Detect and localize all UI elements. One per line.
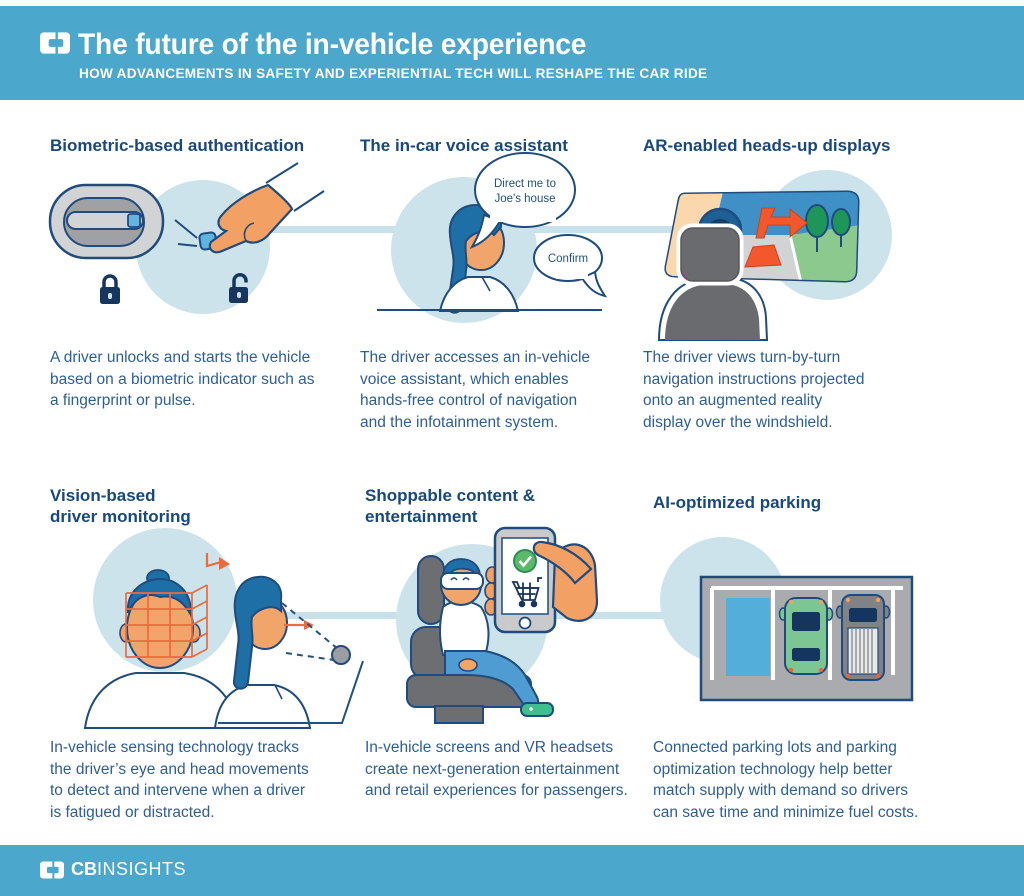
lock-icon bbox=[100, 274, 120, 304]
vr-headset-icon bbox=[440, 572, 484, 590]
sneaker bbox=[520, 702, 554, 717]
green-car-top-view bbox=[778, 597, 834, 675]
panel-description: In-vehicle sensing technology tracks the… bbox=[50, 739, 309, 821]
head-rest bbox=[680, 227, 740, 282]
vr-passenger-figure bbox=[439, 558, 554, 717]
pressing-hand-icon bbox=[208, 162, 325, 254]
svg-text:Joe's house: Joe's house bbox=[494, 193, 555, 205]
panel-title: Biometric-based authentication bbox=[50, 136, 305, 155]
biometric-illustration bbox=[48, 162, 325, 314]
brand-cb: CB bbox=[71, 859, 97, 879]
parking-lot-illustration bbox=[660, 537, 914, 702]
header-band: The future of the in-vehicle experience … bbox=[0, 6, 1024, 100]
tracking-sightlines bbox=[281, 602, 339, 661]
thumb bbox=[532, 540, 593, 585]
panel-description: A driver unlocks and starts the vehicle … bbox=[50, 349, 315, 409]
holding-hand bbox=[532, 540, 599, 622]
profile-face-figure bbox=[213, 575, 312, 729]
page-subtitle: HOW ADVANCEMENTS IN SAFETY AND EXPERIENT… bbox=[79, 65, 708, 81]
signal-lines bbox=[174, 219, 198, 247]
gray-van-top-view bbox=[835, 594, 891, 681]
panel-title: AI-optimized parking bbox=[653, 493, 822, 512]
head-turn-arrow bbox=[205, 553, 230, 570]
driver-figure bbox=[657, 223, 769, 341]
ar-hud-illustration bbox=[657, 170, 892, 341]
speech-bubble-confirm: Confirm bbox=[533, 234, 608, 298]
front-face-figure bbox=[83, 569, 240, 729]
dashboard-outline bbox=[218, 660, 364, 724]
check-icon bbox=[513, 549, 537, 573]
home-button bbox=[518, 616, 532, 630]
panel-title: Shoppable content & entertainment bbox=[365, 486, 535, 526]
page-top-margin bbox=[0, 0, 1024, 6]
svg-text:Direct me to: Direct me to bbox=[494, 178, 556, 190]
svg-text:Confirm: Confirm bbox=[548, 253, 588, 265]
panel-title: AR-enabled heads-up displays bbox=[643, 136, 891, 155]
panel-description: Connected parking lots and parking optim… bbox=[653, 739, 919, 821]
tree-icons bbox=[805, 204, 851, 252]
panel-description: The driver accesses an in-vehicle voice … bbox=[360, 349, 591, 431]
page-title: The future of the in-vehicle experience bbox=[78, 28, 587, 61]
open-spot-highlight bbox=[726, 598, 770, 676]
panel-title: Vision-based driver monitoring bbox=[50, 486, 191, 526]
cbinsights-logo-icon bbox=[40, 32, 70, 54]
parking-lines bbox=[710, 586, 903, 680]
speech-bubble-request: Direct me to Joe's house bbox=[469, 152, 576, 249]
shopping-cart-icon bbox=[511, 577, 542, 608]
panel-description: The driver views turn-by-turn navigation… bbox=[643, 349, 865, 431]
door-handle-icon bbox=[48, 183, 165, 260]
camera-sensor-icon bbox=[331, 645, 351, 665]
panel-title: The in-car voice assistant bbox=[360, 136, 568, 155]
cbinsights-logo-icon bbox=[40, 860, 64, 879]
panel-description: In-vehicle screens and VR headsets creat… bbox=[365, 739, 628, 799]
ar-navigation-arrow bbox=[744, 207, 808, 268]
brand-insights: INSIGHTS bbox=[97, 859, 187, 879]
unlock-icon bbox=[229, 273, 248, 303]
shoppable-content-illustration bbox=[396, 526, 599, 724]
voice-assistant-illustration: Direct me to Joe's house Confirm bbox=[377, 152, 608, 323]
face-tracking-grid bbox=[125, 584, 208, 658]
driver-monitoring-illustration bbox=[83, 528, 364, 729]
road-edge-line bbox=[788, 234, 803, 281]
grass bbox=[790, 225, 859, 281]
